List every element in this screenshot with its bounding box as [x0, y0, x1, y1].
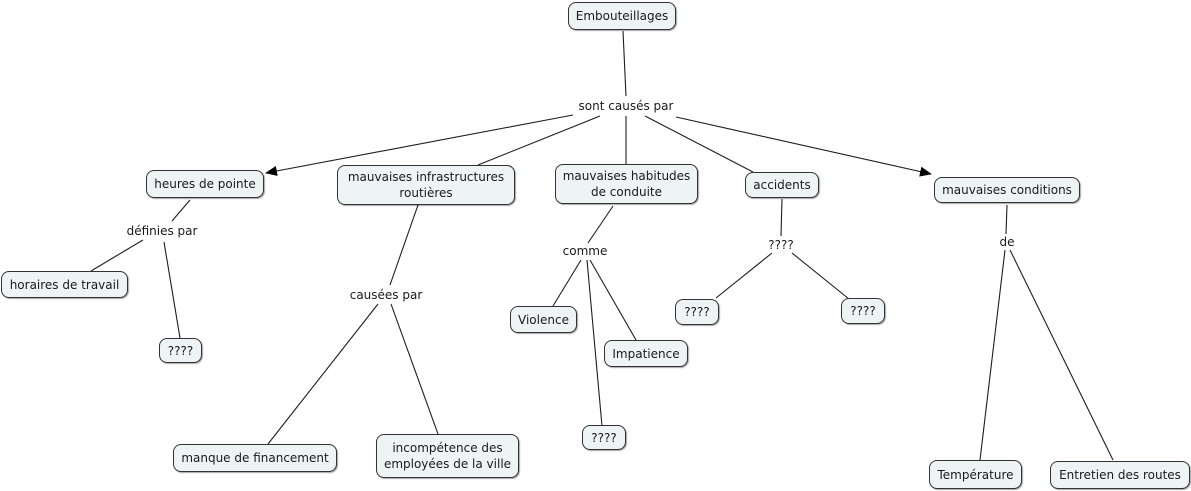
link-accidents-unknown[interactable]: ???? — [766, 238, 796, 252]
connector-causes-to-infra — [477, 115, 601, 166]
connector-de-to-entretien — [1009, 249, 1114, 461]
link-definies-par[interactable]: définies par — [124, 224, 200, 238]
connector-comme-to-q — [586, 259, 603, 427]
connector-causes-to-accidents — [644, 115, 754, 173]
concept-unknown-accidents-right[interactable]: ???? — [841, 298, 885, 324]
connector-causees-to-financement — [267, 303, 379, 445]
concept-unknown-habitudes[interactable]: ???? — [582, 425, 626, 450]
concept-mauvaises-infrastructures[interactable]: mauvaises infrastructures routières — [337, 165, 515, 205]
concept-impatience[interactable]: Impatience — [604, 340, 688, 367]
connector-comme-to-impatience — [589, 259, 637, 341]
link-comme[interactable]: comme — [560, 244, 610, 258]
link-sont-causes-par[interactable]: sont causés par — [576, 99, 676, 113]
concept-violence[interactable]: Violence — [510, 306, 577, 333]
connector-infra-to-causees — [389, 204, 419, 286]
connector-conditions-to-de — [1005, 204, 1008, 235]
concept-incompetence-employees[interactable]: incompétence des employées de la ville — [376, 434, 519, 478]
connector-q-to-right — [791, 252, 850, 300]
connector-root-to-causes — [622, 30, 627, 97]
concept-entretien-des-routes[interactable]: Entretien des routes — [1050, 461, 1190, 489]
concept-unknown-heures[interactable]: ???? — [159, 338, 202, 363]
concept-temperature[interactable]: Température — [929, 460, 1022, 489]
concept-mauvaises-conditions[interactable]: mauvaises conditions — [934, 177, 1080, 203]
concept-embouteillages[interactable]: Embouteillages — [568, 2, 676, 30]
connector-causes-to-heures — [265, 114, 574, 176]
concept-mauvaises-habitudes[interactable]: mauvaises habitudes de conduite — [555, 164, 698, 204]
concept-accidents[interactable]: accidents — [745, 172, 819, 198]
connector-q-to-left — [715, 252, 773, 299]
connector-habitudes-to-comme — [587, 205, 614, 244]
connector-causees-to-incompetence — [390, 303, 439, 435]
connector-comme-to-violence — [552, 259, 582, 307]
concept-unknown-accidents-left[interactable]: ???? — [675, 299, 719, 325]
connector-accidents-to-q — [780, 198, 783, 237]
connector-definies-to-q — [163, 241, 181, 339]
connector-de-to-temperature — [979, 249, 1006, 461]
concept-horaires-de-travail[interactable]: horaires de travail — [1, 271, 128, 298]
concept-heures-de-pointe[interactable]: heures de pointe — [146, 170, 264, 198]
concept-manque-de-financement[interactable]: manque de financement — [173, 444, 337, 472]
connector-heures-to-definies — [171, 199, 191, 222]
connector-definies-to-horaires — [90, 239, 144, 272]
link-causees-par[interactable]: causées par — [347, 288, 425, 302]
connector-causes-to-conditions — [675, 116, 932, 177]
link-de[interactable]: de — [997, 235, 1017, 249]
